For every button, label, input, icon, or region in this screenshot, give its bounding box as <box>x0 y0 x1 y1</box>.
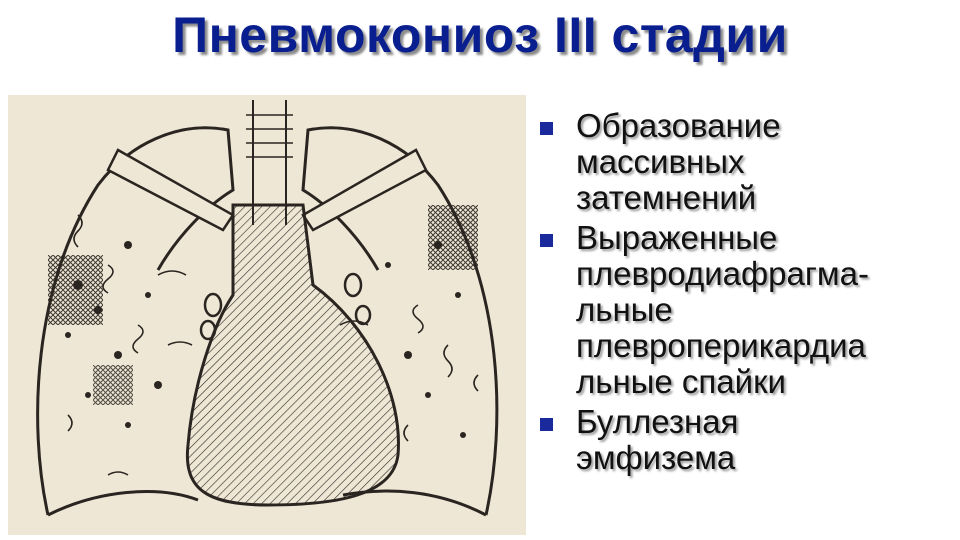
bullet-item-adhesions: Выраженные плевродиафрагма- льные плевро… <box>538 220 953 400</box>
chest-xray-illustration <box>8 95 526 535</box>
bullet-line: массивных <box>576 143 745 180</box>
right-opacity <box>428 205 478 270</box>
bullet-line: льные <box>576 291 673 328</box>
bullet-line: Буллезная <box>576 403 739 440</box>
right-clavicle <box>301 148 428 232</box>
bullet-square-icon <box>540 418 553 431</box>
heart-shadow <box>185 203 400 507</box>
bullet-line: Выраженные <box>576 219 778 256</box>
left-clavicle <box>106 148 235 232</box>
bullet-square-icon <box>540 234 553 247</box>
bullet-list: Образование массивных затемнений Выражен… <box>538 108 953 480</box>
bullet-item-opacities: Образование массивных затемнений <box>538 108 953 216</box>
slide-title: Пневмокониоз III стадии <box>172 7 788 63</box>
bullet-line: Образование <box>576 107 781 144</box>
bullet-line: плевродиафрагма- <box>576 255 869 292</box>
bullet-line: плевроперикардиа <box>576 327 866 364</box>
bullet-line: льные спайки <box>576 363 786 400</box>
bullet-line: затемнений <box>576 179 757 216</box>
bullet-square-icon <box>540 122 553 135</box>
bullet-line: эмфизема <box>576 439 736 476</box>
left-opacity <box>48 255 103 325</box>
bullet-item-emphysema: Буллезная эмфизема <box>538 404 953 476</box>
